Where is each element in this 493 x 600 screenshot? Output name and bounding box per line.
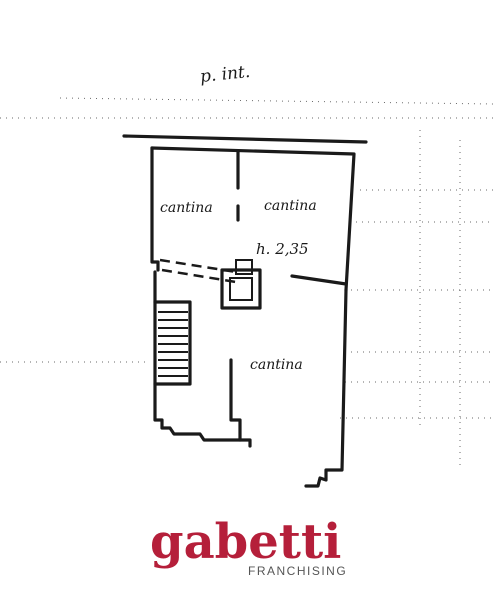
staircase (153, 300, 192, 386)
height-label: h. 2,35 (256, 240, 309, 258)
interior-walls (229, 150, 348, 442)
top-boundary-wall (122, 134, 368, 144)
central-shaft (220, 259, 262, 310)
outer-walls (150, 146, 356, 488)
brand-name: gabetti (150, 514, 341, 570)
room-label-cantina-lower: cantina (250, 357, 303, 373)
gabetti-logo: gabetti FRANCHISING (150, 514, 347, 578)
room-label-cantina-right: cantina (264, 198, 317, 214)
scan-noise (0, 97, 493, 470)
brand-subtitle: FRANCHISING (248, 564, 347, 578)
floor-label: p. int. (199, 62, 251, 87)
room-label-cantina-left: cantina (160, 200, 213, 216)
